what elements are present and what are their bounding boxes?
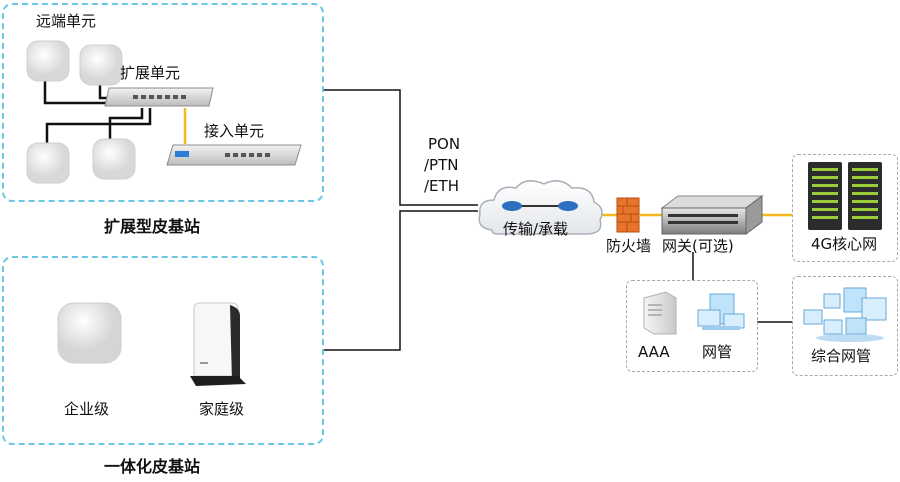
link-type-eth: /ETH — [424, 177, 459, 195]
integrated-nms-box — [792, 276, 898, 376]
aaa-label: AAA — [638, 343, 670, 361]
expansion-unit-rack-icon — [104, 87, 214, 107]
nms-computer-icon — [697, 293, 745, 330]
remote-unit-ap-icon — [79, 44, 123, 86]
link-type-ptn: /PTN — [424, 156, 459, 174]
remote-unit-label: 远端单元 — [36, 12, 97, 30]
remote-cable-4 — [108, 108, 144, 140]
backhaul-line-top — [322, 89, 478, 206]
remote-cable-3 — [45, 108, 152, 146]
transport-cloud-label: 传输/承载 — [503, 220, 569, 238]
extended-station-box — [2, 3, 324, 202]
access-unit-label: 接入单元 — [204, 122, 265, 140]
enterprise-ap-icon — [57, 302, 122, 364]
link-type-pon: PON — [428, 135, 461, 153]
remote-unit-ap-icon — [92, 138, 136, 180]
firewall-label: 防火墙 — [606, 237, 652, 255]
transport-cloud-icon — [478, 180, 603, 235]
access-unit-rack-icon — [166, 144, 302, 166]
gateway-label: 网关(可选) — [662, 237, 734, 255]
integrated-nms-computers-icon — [803, 287, 887, 342]
integrated-station-title: 一体化皮基站 — [104, 457, 201, 476]
remote-unit-ap-icon — [26, 142, 70, 184]
home-base-station-icon — [190, 302, 246, 386]
integrated-nms-label: 综合网管 — [811, 347, 872, 365]
home-label: 家庭级 — [199, 400, 245, 418]
aaa-nms-box — [626, 280, 758, 372]
integrated-station-box — [2, 256, 324, 445]
core-network-box — [792, 154, 898, 262]
gateway-server-icon — [660, 195, 764, 235]
firewall-icon — [616, 197, 640, 233]
nms-label: 网管 — [702, 343, 733, 361]
remote-cable-1 — [43, 75, 110, 105]
aaa-server-icon — [643, 291, 677, 335]
backhaul-line-bottom — [322, 210, 478, 351]
core-network-rack-icon — [808, 162, 882, 230]
extended-station-title: 扩展型皮基站 — [104, 217, 201, 236]
expansion-unit-label: 扩展单元 — [120, 64, 181, 82]
enterprise-label: 企业级 — [64, 400, 110, 418]
remote-unit-ap-icon — [26, 40, 70, 82]
core-network-label: 4G核心网 — [811, 235, 878, 253]
